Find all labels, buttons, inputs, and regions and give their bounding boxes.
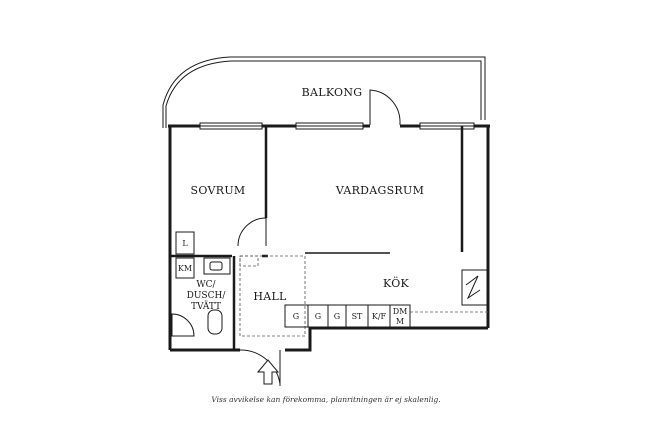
exterior-walls — [168, 124, 490, 352]
sink-icon — [203, 257, 231, 275]
toilet-icon — [207, 309, 223, 335]
room-label-hall: HALL — [253, 290, 287, 303]
entrance-arrow-icon — [256, 359, 280, 385]
fixture-label-kf: K/F — [372, 312, 387, 321]
plan-caption: Viss avvikelse kan förekomma, planritnin… — [211, 395, 441, 404]
balcony-outline — [162, 56, 486, 128]
room-label-wc-2: DUSCH/ — [187, 291, 227, 301]
room-label-wc-3: TVÄTT — [191, 300, 221, 312]
room-label-balkong: BALKONG — [302, 86, 363, 99]
room-label-kok: KÖK — [383, 276, 410, 290]
windows — [199, 122, 475, 130]
shower-icon — [171, 313, 195, 337]
kitchen-counter — [284, 269, 489, 328]
fixture-label-g2: G — [315, 312, 321, 321]
bedroom-door — [237, 217, 267, 247]
entrance-door — [239, 349, 281, 386]
fixture-label-g3: G — [334, 312, 340, 321]
fixture-label-g1: G — [293, 312, 299, 321]
storage-outlines — [239, 255, 306, 337]
room-label-wc-1: WC/ — [196, 280, 216, 290]
bathroom-fixtures — [171, 231, 231, 337]
l-cabinet — [175, 231, 195, 255]
fixture-label-dm-2: M — [396, 317, 404, 326]
fixture-label-l: L — [182, 239, 188, 248]
fixture-label-km: KM — [178, 264, 192, 273]
fixture-label-dm-1: DM — [393, 307, 408, 316]
room-label-vardagsrum: VARDAGSRUM — [335, 184, 424, 197]
room-label-sovrum: SOVRUM — [191, 184, 246, 197]
balcony-door — [369, 89, 401, 125]
fixture-label-st: ST — [352, 312, 363, 321]
